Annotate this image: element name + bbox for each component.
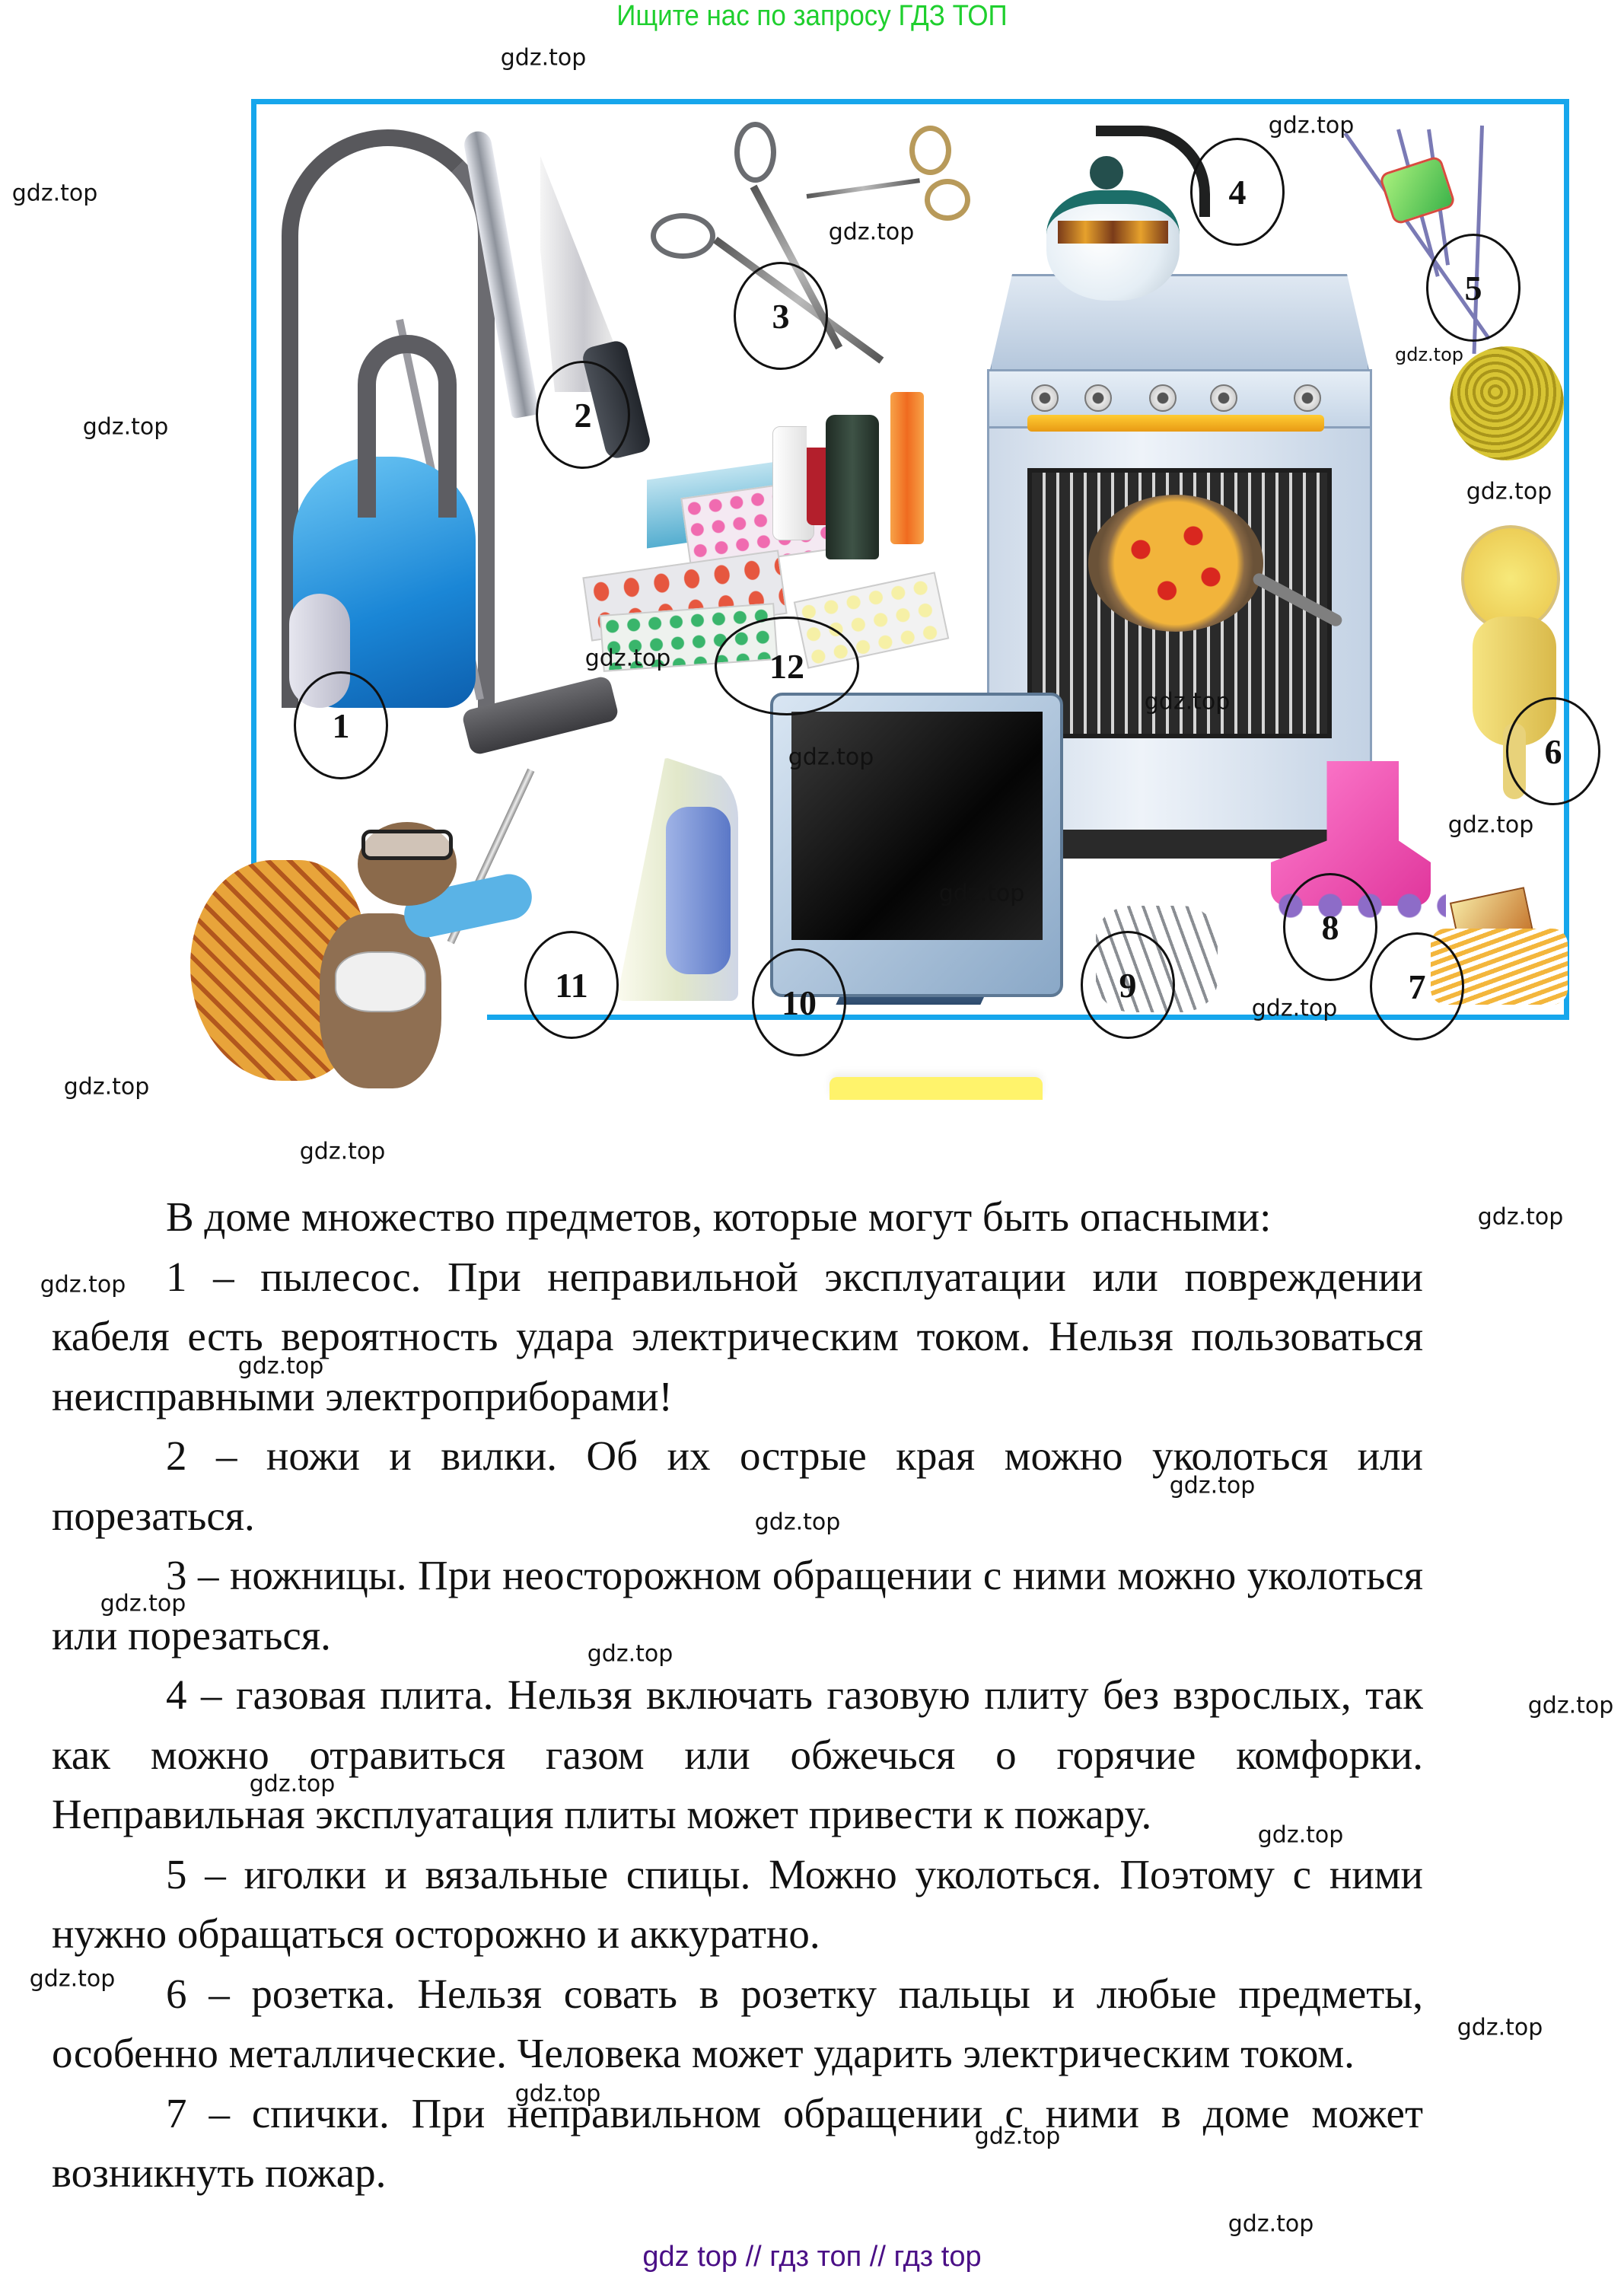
watermark: gdz.top (1477, 1203, 1564, 1231)
watermark: gdz.top (40, 1271, 126, 1298)
watermark: gdz.top (1527, 1692, 1614, 1719)
yellow-tab (830, 1077, 1043, 1100)
watermark: gdz.top (788, 744, 874, 771)
watermark: gdz.top (974, 2123, 1061, 2150)
pizza-pan-icon (1088, 495, 1263, 632)
label-circle-3: 3 (734, 262, 828, 370)
stove-knob-icon (1031, 384, 1059, 412)
watermark: gdz.top (11, 180, 98, 207)
item-paragraph-4: 4 – газовая плита. Нельзя включать газов… (52, 1671, 1423, 1837)
watermark: gdz.top (100, 1590, 186, 1617)
watermark: gdz.top (1228, 2210, 1314, 2238)
footer-links[interactable]: gdz top // гдз топ // гдз top (642, 2241, 982, 2273)
yarn-ball-icon (1450, 346, 1564, 460)
watermark: gdz.top (1144, 688, 1231, 715)
label-circle-2: 2 (536, 361, 630, 469)
watermark: gdz.top (754, 1509, 841, 1536)
watermark: gdz.top (1466, 478, 1552, 505)
kettle-icon (1046, 190, 1180, 301)
item-paragraph-2: 2 – ножи и вилки. Об их острые края можн… (52, 1432, 1423, 1539)
watermark: gdz.top (1257, 1821, 1344, 1849)
label-circle-9: 9 (1081, 931, 1175, 1039)
stove-knob-icon (1149, 384, 1177, 412)
kettle-lid-icon (1090, 156, 1123, 190)
item-paragraph-1: 1 – пылесос. При неправильной эксплуатац… (52, 1253, 1423, 1419)
watermark: gdz.top (938, 880, 1025, 907)
watermark: gdz.top (828, 218, 915, 246)
turtle-bandage-icon (335, 951, 426, 1012)
stove-top-icon (989, 274, 1370, 373)
watermark: gdz.top (1169, 1472, 1256, 1499)
tv-screen-icon (791, 712, 1043, 940)
watermark: gdz.top (299, 1138, 386, 1165)
household-dangers-illustration: 1 2 3 4 5 6 7 8 9 10 11 12 (0, 0, 1624, 1111)
watermark: gdz.top (29, 1965, 116, 1993)
label-circle-8: 8 (1283, 873, 1377, 981)
ointment-tube-icon (890, 392, 924, 544)
label-circle-6: 6 (1506, 697, 1600, 805)
electric-socket-icon (1461, 525, 1560, 632)
item-paragraph-6: 6 – розетка. Нельзя совать в розетку пал… (52, 1970, 1423, 2077)
label-circle-12: 12 (715, 617, 859, 715)
watermark: gdz.top (82, 413, 169, 441)
small-scissors-ring-icon (909, 126, 951, 175)
watermark: gdz.top (1251, 995, 1338, 1022)
scissors-ring-icon (651, 213, 715, 259)
watermark: gdz.top (584, 645, 671, 672)
label-circle-7: 7 (1370, 932, 1464, 1040)
label-circle-1: 1 (294, 671, 388, 779)
medicine-bottle-icon (826, 415, 879, 559)
oven-handle-icon (1027, 415, 1324, 432)
watermark: gdz.top (587, 1640, 673, 1668)
watermark: gdz.top (1268, 112, 1355, 139)
turtle-glasses-icon (361, 830, 453, 860)
stove-knob-icon (1294, 384, 1321, 412)
iron-handle-icon (666, 807, 731, 974)
stove-knob-icon (1210, 384, 1237, 412)
watermark: gdz.top (514, 2080, 601, 2108)
label-circle-4: 4 (1190, 138, 1285, 246)
watermark: gdz.top (1457, 2014, 1543, 2041)
scissors-ring-icon (734, 122, 776, 183)
item-paragraph-3: 3 – ножницы. При неосторожном обращении … (52, 1552, 1423, 1658)
watermark: gdz.top (249, 1770, 336, 1798)
label-circle-11: 11 (524, 931, 619, 1039)
intro-paragraph: В доме множество предметов, которые могу… (166, 1193, 1272, 1240)
search-banner: Ищите нас по запросу ГДЗ ТОП (616, 0, 1008, 32)
label-circle-10: 10 (752, 948, 846, 1056)
item-paragraph-7: 7 – спички. При неправильном обращении с… (52, 2089, 1423, 2197)
stove-knob-icon (1084, 384, 1112, 412)
vacuum-hose-loop-icon (358, 335, 457, 518)
label-circle-5: 5 (1426, 234, 1521, 342)
kettle-pattern-icon (1058, 221, 1168, 244)
watermark: gdz.top (63, 1073, 150, 1101)
watermark: gdz.top (1447, 811, 1534, 839)
small-scissors-ring-icon (925, 179, 970, 221)
article-text: В доме множество предметов, которые могу… (52, 1187, 1423, 2203)
item-paragraph-5: 5 – иголки и вязальные спицы. Можно укол… (52, 1850, 1423, 1958)
watermark: gdz.top (237, 1353, 324, 1380)
watermark: gdz.top (500, 44, 587, 72)
watermark: gdz.top (1394, 344, 1464, 365)
